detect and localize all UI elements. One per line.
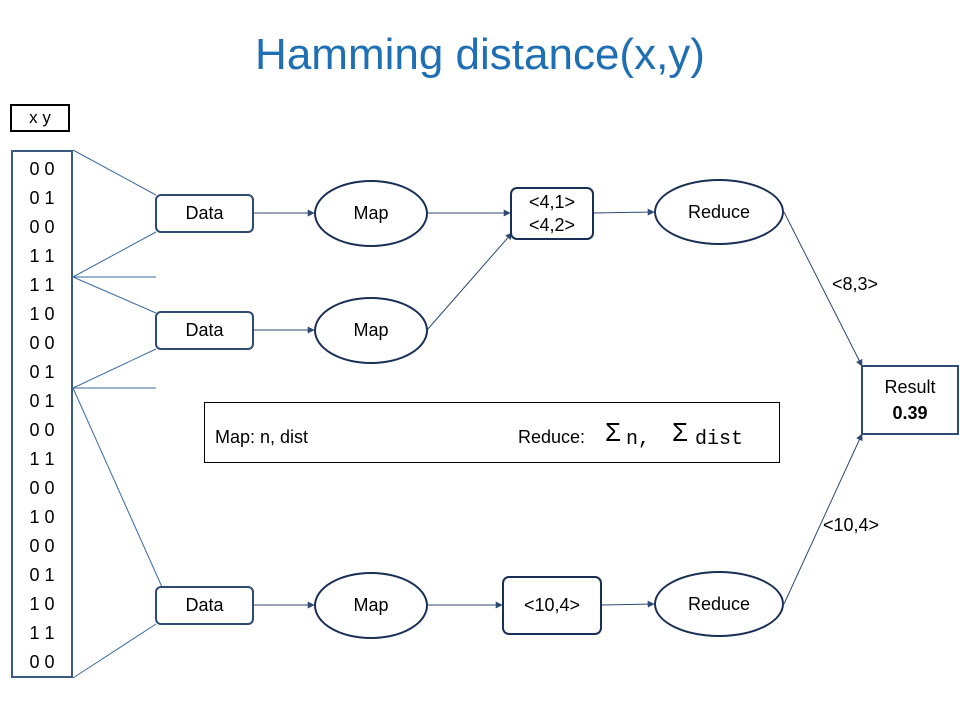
arrow <box>426 232 513 331</box>
legend-reduce-text: Reduce: <box>518 427 586 447</box>
data-row: 0 0 <box>29 217 55 237</box>
data-row: 0 0 <box>29 652 55 672</box>
reduce-node-label: Reduce <box>687 202 751 222</box>
data-row: 1 1 <box>29 275 55 295</box>
legend-box: Map: n, dist Reduce: Σ n, Σ dist <box>204 402 780 463</box>
sigma-symbol: Σ <box>672 417 689 447</box>
data-node: Data <box>155 311 254 350</box>
result-value: 0.39 <box>892 403 928 423</box>
data-row: 1 0 <box>29 507 55 527</box>
edge-label-bottom: <10,4> <box>823 515 880 535</box>
map-node: Map <box>314 297 428 364</box>
data-node: Data <box>155 586 254 625</box>
data-row: 0 1 <box>29 391 55 411</box>
data-row: 0 1 <box>29 565 55 585</box>
split-line <box>72 149 157 196</box>
map-node: Map <box>314 572 428 639</box>
map-node-label: Map <box>353 320 389 340</box>
data-row: 1 0 <box>29 594 55 614</box>
arrow <box>593 208 655 216</box>
data-row: 1 1 <box>29 623 55 643</box>
map-node-label: Map <box>353 203 389 223</box>
data-row: 0 0 <box>29 333 55 353</box>
data-row: 0 0 <box>29 536 55 556</box>
data-row: 1 1 <box>29 449 55 469</box>
page-title: Hamming distance(x,y) <box>255 30 705 79</box>
data-node-label: Data <box>185 203 224 223</box>
split-line <box>72 348 157 389</box>
split-line <box>72 276 157 314</box>
data-row: 0 1 <box>29 362 55 382</box>
kv-value: <10,4> <box>523 595 581 615</box>
arrow <box>783 433 863 605</box>
arrow <box>601 600 655 608</box>
data-node-label: Data <box>185 595 224 615</box>
reduce-node: Reduce <box>654 179 784 245</box>
sigma-symbol: Σ <box>605 417 622 447</box>
data-row: 0 0 <box>29 478 55 498</box>
result-label: Result <box>884 377 936 397</box>
data-row: 0 1 <box>29 188 55 208</box>
split-line <box>72 231 157 278</box>
data-row: 1 0 <box>29 304 55 324</box>
legend-sum-n: n, <box>626 428 651 451</box>
data-row: 1 1 <box>29 246 55 266</box>
xy-header: x y <box>10 104 70 132</box>
legend-map-text: Map: n, dist <box>215 427 309 447</box>
kv-value: <4,1> <box>528 192 576 212</box>
result-box: Result 0.39 <box>861 365 959 435</box>
data-row: 0 0 <box>29 159 55 179</box>
reduce-node-label: Reduce <box>687 594 751 614</box>
data-column: 0 0 0 1 0 0 1 1 1 1 1 0 0 0 0 1 0 1 0 0 … <box>11 150 73 678</box>
data-node: Data <box>155 194 254 233</box>
kv-value: <4,2> <box>528 215 576 235</box>
reduce-node: Reduce <box>654 571 784 637</box>
kv-box-bottom: <10,4> <box>502 576 602 635</box>
split-line <box>72 387 163 588</box>
data-row: 0 0 <box>29 420 55 440</box>
map-node: Map <box>314 180 428 247</box>
arrow <box>783 211 863 367</box>
data-node-label: Data <box>185 320 224 340</box>
edge-label-top: <8,3> <box>832 274 879 294</box>
legend-sum-dist: dist <box>695 428 744 451</box>
kv-box-top: <4,1> <4,2> <box>510 187 594 240</box>
split-line <box>72 623 157 679</box>
map-node-label: Map <box>353 595 389 615</box>
